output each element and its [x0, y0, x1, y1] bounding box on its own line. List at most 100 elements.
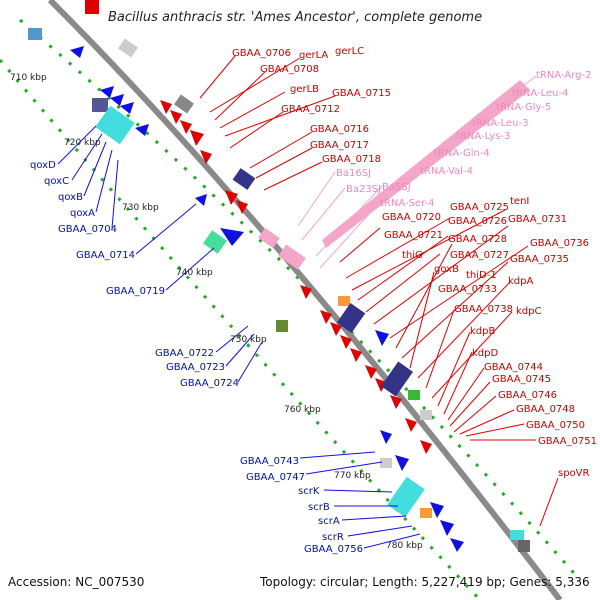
genome-summary-text: Topology: circular; Length: 5,227,419 bp… — [260, 575, 590, 589]
rrna-band — [322, 80, 530, 248]
kbp-label: 760 kbp — [284, 405, 321, 415]
gene-label: GBAA_0715 — [332, 88, 391, 99]
kbp-label: 780 kbp — [386, 541, 423, 551]
gene-label: GBAA_0731 — [508, 214, 567, 225]
gene-block — [92, 98, 108, 112]
gene-label: qoxB — [58, 192, 83, 203]
gene-label: GBAA_0744 — [484, 362, 543, 373]
gene-label: GBAA_0746 — [498, 390, 557, 401]
gene-label: GBAA_0745 — [492, 374, 551, 385]
gene-block — [381, 361, 413, 397]
kbp-label: 730 kbp — [122, 203, 159, 213]
gene-label: Ba23SJ — [346, 184, 381, 195]
gene-label: scrA — [318, 516, 340, 527]
gene-label: kdpD — [472, 348, 498, 359]
gene-label: GBAA_0704 — [58, 224, 117, 235]
gene-label: tRNA-Ser-4 — [380, 198, 435, 209]
gene-block — [510, 530, 524, 540]
map-title: Bacillus anthracis str. 'Ames Ancestor',… — [108, 10, 483, 25]
gene-label: thiD-1 — [466, 270, 497, 281]
gene-label: qoxA — [70, 208, 95, 219]
gene-label: tRNA-Gln-4 — [434, 148, 490, 159]
gene-label: GBAA_0718 — [322, 154, 381, 165]
gene-label: GBAA_0735 — [510, 254, 569, 265]
gene-label: GBAA_0724 — [180, 378, 239, 389]
gene-label: kdpC — [516, 306, 541, 317]
gene-block — [203, 230, 227, 254]
gene-label: scrR — [322, 532, 344, 543]
gene-label: tRNA-Lys-3 — [456, 131, 510, 142]
rna-feature — [278, 244, 306, 270]
gene-label: scrK — [298, 486, 320, 497]
gene-label: GBAA_0756 — [304, 544, 363, 555]
gene-block — [118, 38, 138, 58]
gene-block — [276, 320, 288, 332]
gene-label: tRNA-Val-4 — [420, 166, 473, 177]
kbp-label: 720 kbp — [64, 138, 101, 148]
forward-gene-arrows — [160, 100, 432, 454]
gene-block — [408, 390, 420, 400]
kbp-label: 710 kbp — [10, 73, 47, 83]
kbp-label: 740 kbp — [176, 268, 213, 278]
gene-label: kdpB — [470, 326, 495, 337]
gene-block — [85, 0, 99, 14]
gene-label: GBAA_0748 — [516, 404, 575, 415]
gene-label: tenI — [510, 196, 529, 207]
gene-label: GBAA_0751 — [538, 436, 597, 447]
gene-label: GBAA_0738 — [454, 304, 513, 315]
gene-label: tRNA-Gly-5 — [496, 102, 551, 113]
gene-label: GBAA_0726 — [448, 216, 507, 227]
gene-block — [174, 94, 194, 114]
gene-label: spoVR — [558, 468, 590, 479]
gene-label: GBAA_0736 — [530, 238, 589, 249]
gene-label: GBAA_0750 — [526, 420, 585, 431]
gene-label: gerLB — [290, 84, 319, 95]
gene-block — [387, 476, 425, 518]
gene-label: gerLA — [299, 50, 328, 61]
gene-label: GBAA_0747 — [246, 472, 305, 483]
kbp-label: 770 kbp — [334, 471, 371, 481]
gene-label: GBAA_0717 — [310, 140, 369, 151]
gene-label: qoxD — [30, 160, 56, 171]
left-gene-labels: qoxD qoxC qoxB qoxA GBAA_0704 GBAA_0714 … — [30, 160, 363, 555]
gene-label: GBAA_0706 — [232, 48, 291, 59]
kbp-label: 750 kbp — [230, 335, 267, 345]
gene-label: gerLC — [335, 46, 364, 57]
gene-label: GBAA_0743 — [240, 456, 299, 467]
gene-block — [28, 28, 42, 40]
gene-label: GBAA_0712 — [281, 104, 340, 115]
gene-label: GBAA_0727 — [450, 250, 509, 261]
gene-block — [232, 168, 256, 190]
gene-label: GBAA_0708 — [260, 64, 319, 75]
gene-label: Ba16SJ — [336, 168, 371, 179]
gene-label: GBAA_0725 — [450, 202, 509, 213]
gene-label: Ba5SJ — [382, 182, 411, 193]
gene-label: GBAA_0728 — [448, 234, 507, 245]
gene-block — [338, 296, 350, 306]
gene-label: GBAA_0723 — [166, 362, 225, 373]
kbp-scale-labels: 710 kbp 720 kbp 730 kbp 740 kbp 750 kbp … — [10, 73, 423, 551]
gene-label: GBAA_0721 — [384, 230, 443, 241]
gene-label: qoxC — [44, 176, 69, 187]
gene-block — [420, 410, 432, 420]
gene-label: GBAA_0714 — [76, 250, 135, 261]
gene-label: GBAA_0720 — [382, 212, 441, 223]
gene-label: GBAA_0719 — [106, 286, 165, 297]
gene-label: thiG — [402, 250, 423, 261]
gene-block — [336, 303, 366, 333]
rna-feature — [258, 227, 280, 249]
reverse-gene-arrows — [70, 46, 464, 552]
gene-label: GBAA_0733 — [438, 284, 497, 295]
gene-label: tRNA-Arg-2 — [536, 70, 591, 81]
gene-block — [95, 105, 135, 145]
gene-label: tRNA-Leu-4 — [512, 88, 568, 99]
gene-label: scrB — [308, 502, 330, 513]
gene-label: GBAA_0722 — [155, 348, 214, 359]
gene-block — [420, 508, 432, 518]
blue-label-leaders — [57, 125, 421, 549]
gene-label: goxB — [434, 264, 459, 275]
right-gene-labels: GBAA_0706 gerLA gerLC GBAA_0708 gerLB GB… — [232, 46, 597, 479]
red-label-leaders — [199, 55, 559, 527]
